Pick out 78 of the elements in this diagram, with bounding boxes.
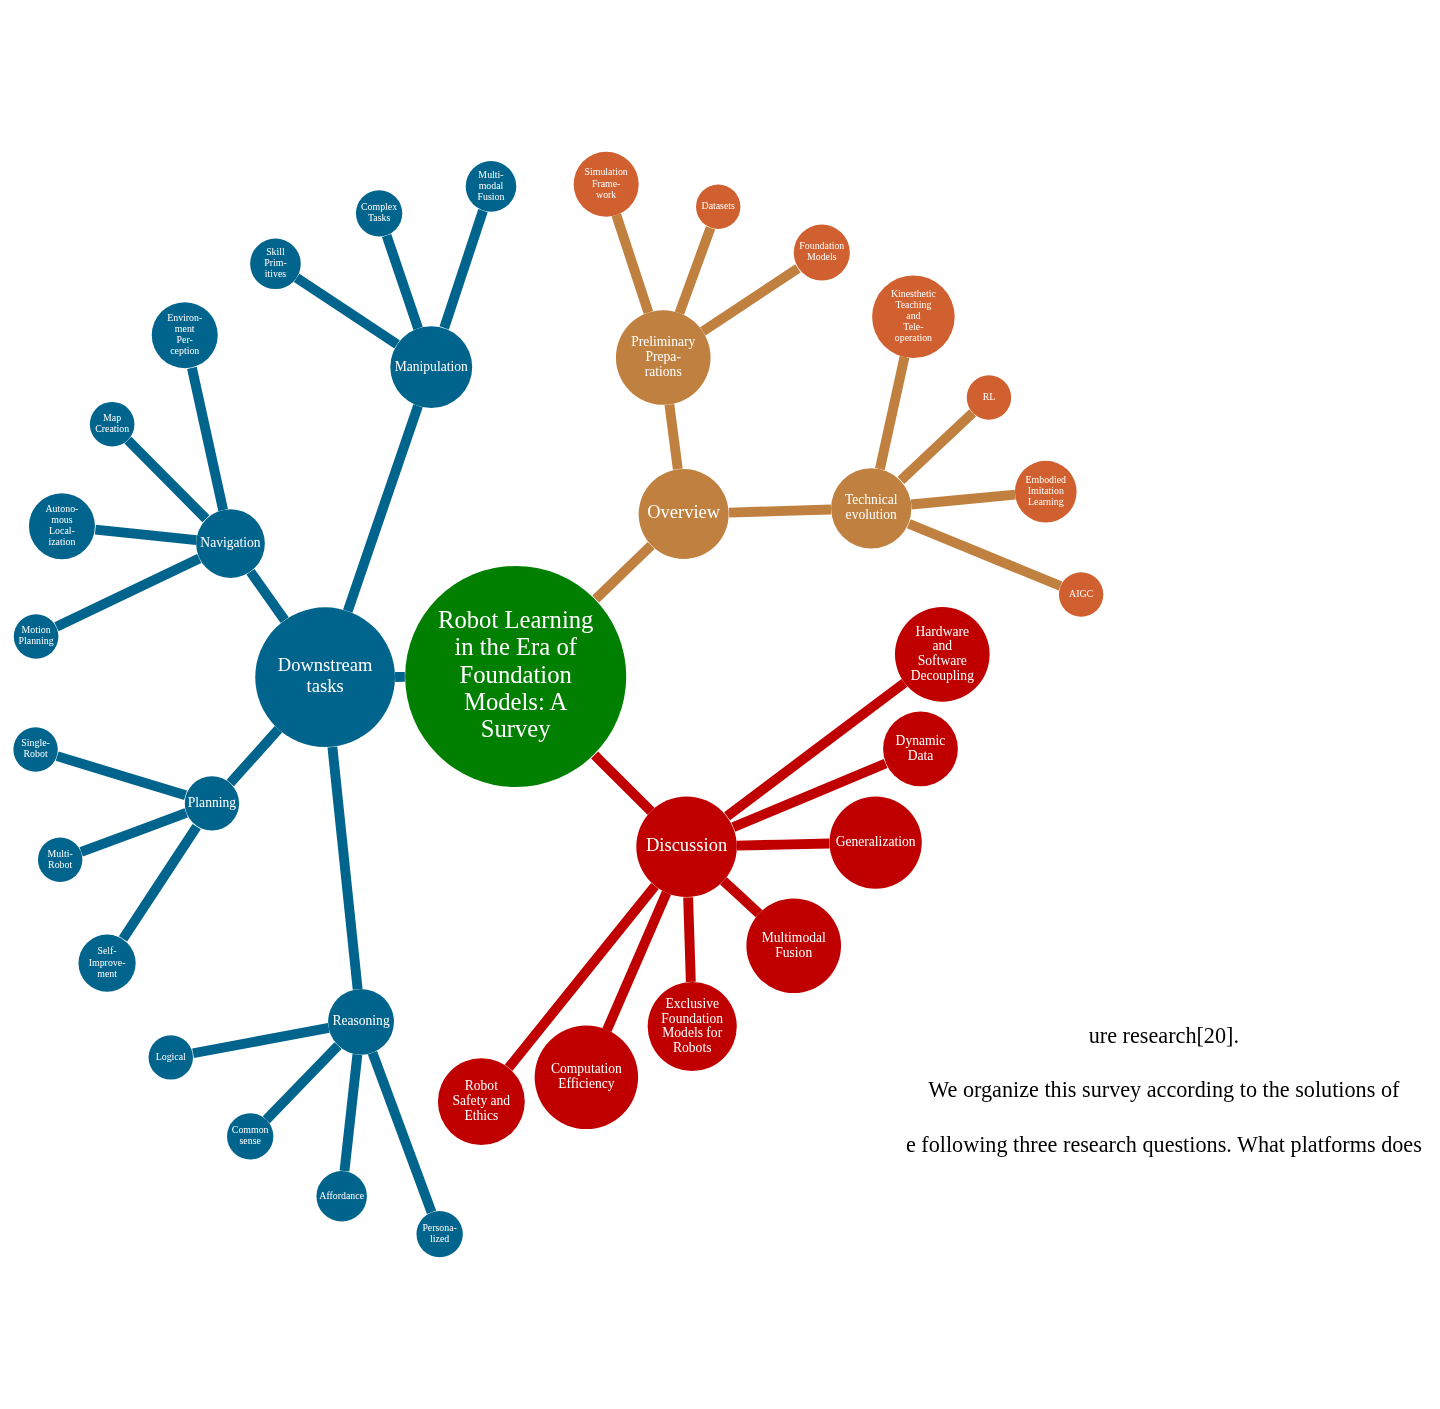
node-circle: AIGC: [1058, 572, 1104, 617]
node-circle: Motion Planning: [13, 614, 59, 659]
node-circle: Multimodal Fusion: [746, 898, 842, 994]
node-circle: RL: [966, 375, 1012, 420]
node-circle: Persona- lized: [416, 1210, 463, 1258]
connector: [906, 519, 1063, 591]
connector: [327, 746, 363, 990]
connector: [683, 897, 696, 982]
label: ure research[20].: [1088, 1023, 1240, 1049]
connector: [700, 264, 801, 336]
node-circle: Multi- Robot: [37, 837, 83, 882]
node-circle: Manipulation: [390, 326, 473, 409]
connector: [664, 403, 683, 470]
node-circle: Multi- modal Fusion: [465, 161, 517, 212]
connector: [611, 213, 654, 314]
connector: [439, 209, 488, 330]
node-circle: Overview: [638, 468, 729, 559]
node-circle: Downstream tasks: [255, 607, 395, 748]
connector: [293, 273, 400, 349]
node-circle: Exclusive Foundation Models for Robots: [647, 981, 737, 1072]
node-circle: Common sense: [227, 1113, 274, 1160]
node-circle: Technical evolution: [831, 468, 912, 549]
node-circle: Skill Prim- itives: [250, 238, 301, 290]
connector: [897, 409, 977, 484]
connector: [226, 726, 283, 787]
connector: [94, 524, 197, 545]
connector: [187, 366, 228, 512]
label: We organize this survey according to the solutions of: [928, 1077, 1400, 1103]
connector: [246, 568, 289, 623]
node-circle: Complex Tasks: [355, 190, 403, 237]
node-circle: Planning: [184, 776, 240, 831]
node-circle: Discussion: [636, 796, 737, 897]
connector: [395, 671, 405, 682]
connector: [262, 1042, 342, 1124]
node-circle: Kinesthetic Teaching and Tele- operation: [872, 275, 955, 359]
connector: [339, 1054, 363, 1172]
connector: [192, 1023, 330, 1059]
node-circle: Foundation Models: [793, 224, 850, 281]
node-circle: Hardware and Software Decoupling: [894, 607, 990, 702]
connector: [728, 504, 832, 518]
node-circle: Reasoning: [328, 988, 394, 1055]
connector: [724, 678, 908, 821]
connector: [875, 355, 910, 471]
connector: [731, 758, 888, 832]
connector: [591, 751, 655, 815]
node-circle: Robot Learning in the Era of Foundation Models: A Survey: [405, 565, 627, 787]
node-circle: Single- Robot: [13, 727, 58, 772]
node-circle: Preliminary Prepa- rations: [615, 310, 711, 405]
node-circle: Affordance: [316, 1171, 367, 1222]
connector: [367, 1051, 437, 1214]
node-circle: Datasets: [696, 184, 741, 229]
connector: [720, 877, 763, 918]
connector: [381, 233, 423, 330]
node-circle: Self- Improve- ment: [78, 934, 136, 992]
connector: [343, 404, 423, 613]
connector: [602, 890, 672, 1033]
connector: [504, 882, 659, 1071]
connector: [674, 226, 716, 315]
node-circle: Navigation: [196, 509, 265, 578]
label: e following three research questions. What platforms does: [905, 1131, 1422, 1157]
connector: [910, 489, 1016, 510]
connector: [124, 436, 210, 523]
node-circle: Embodied Imitation Learning: [1014, 460, 1077, 523]
connector: [118, 823, 201, 942]
connector: [79, 808, 188, 857]
connector: [736, 838, 830, 851]
node-circle: Generalization: [829, 796, 922, 889]
connector: [592, 541, 655, 603]
node-circle: Dynamic Data: [883, 711, 958, 787]
node-circle: Computation Efficiency: [534, 1025, 639, 1130]
connector: [54, 554, 202, 632]
node-circle: Map Creation: [89, 401, 135, 447]
node-circle: Environ- ment Per- ception: [151, 302, 218, 369]
node-circle: Logical: [148, 1035, 193, 1080]
node-circle: Autono- mous Local- ization: [28, 493, 95, 560]
node-circle: Simulation Frame- work: [573, 151, 639, 217]
node-circle: Robot Safety and Ethics: [437, 1058, 525, 1146]
connector: [55, 751, 187, 801]
